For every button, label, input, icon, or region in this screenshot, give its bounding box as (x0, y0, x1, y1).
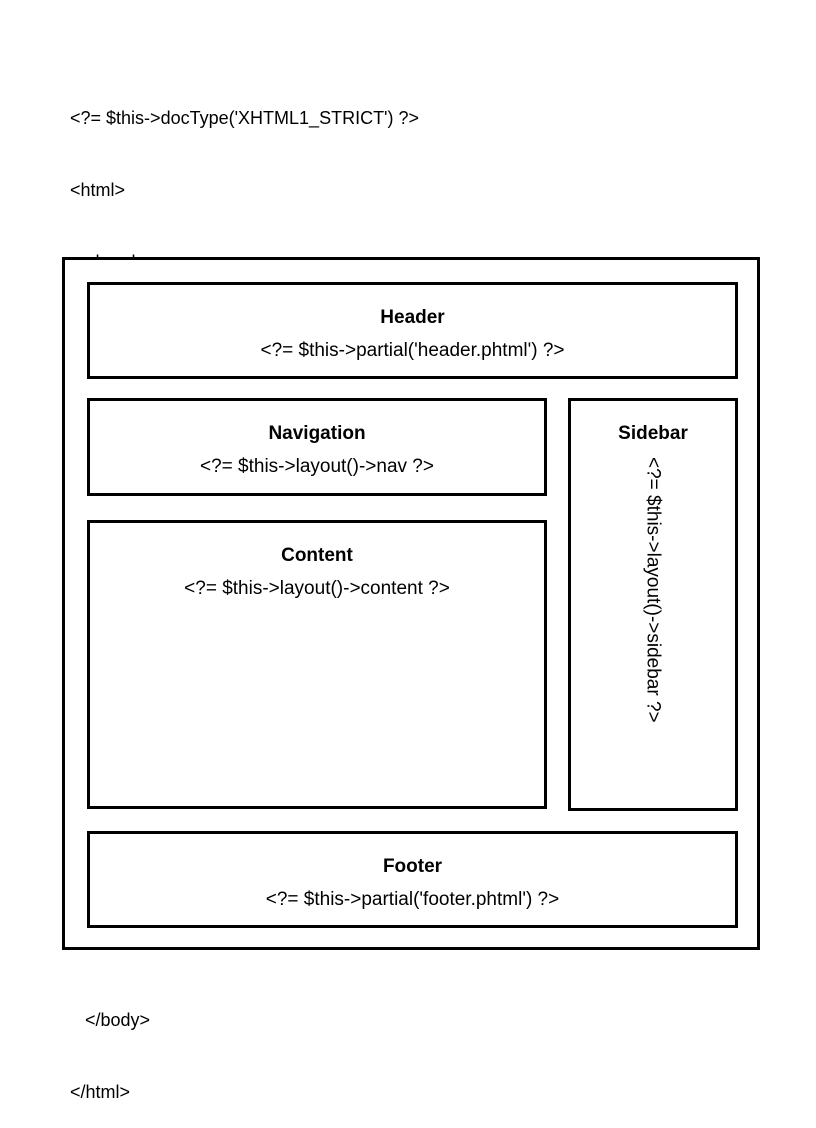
content-region-box: Content <?= $this->layout()->content ?> (87, 520, 547, 809)
navigation-region-box: Navigation <?= $this->layout()->nav ?> (87, 398, 547, 496)
navigation-region-code: <?= $this->layout()->nav ?> (200, 456, 434, 477)
code-line: <?= $this->docType('XHTML1_STRICT') ?> (70, 108, 420, 128)
body-container-box: Header <?= $this->partial('header.phtml'… (62, 257, 760, 950)
content-region-title: Content (281, 545, 353, 566)
footer-region-title: Footer (382, 856, 443, 877)
code-line: </body> (70, 1010, 151, 1030)
footer-region-code: <?= $this->partial('footer.phtml') ?> (265, 889, 560, 910)
sidebar-region-code: <?= $this->layout()->sidebar ?> (642, 457, 664, 723)
footer-region-box: Footer <?= $this->partial('footer.phtml'… (87, 831, 738, 928)
sidebar-region-title: Sidebar (618, 423, 688, 444)
bottom-code-block: </body> </html> (0, 960, 816, 1128)
code-line: <html> (70, 180, 126, 200)
code-line: </html> (70, 1082, 131, 1102)
header-region-title: Header (380, 307, 445, 328)
content-region-code: <?= $this->layout()->content ?> (184, 578, 450, 599)
header-region-code: <?= $this->partial('header.phtml') ?> (260, 340, 565, 361)
sidebar-region-code-wrapper: <?= $this->layout()->sidebar ?> (571, 457, 735, 807)
navigation-region-title: Navigation (268, 423, 366, 444)
header-region-box: Header <?= $this->partial('header.phtml'… (87, 282, 738, 379)
sidebar-region-box: Sidebar <?= $this->layout()->sidebar ?> (568, 398, 738, 811)
